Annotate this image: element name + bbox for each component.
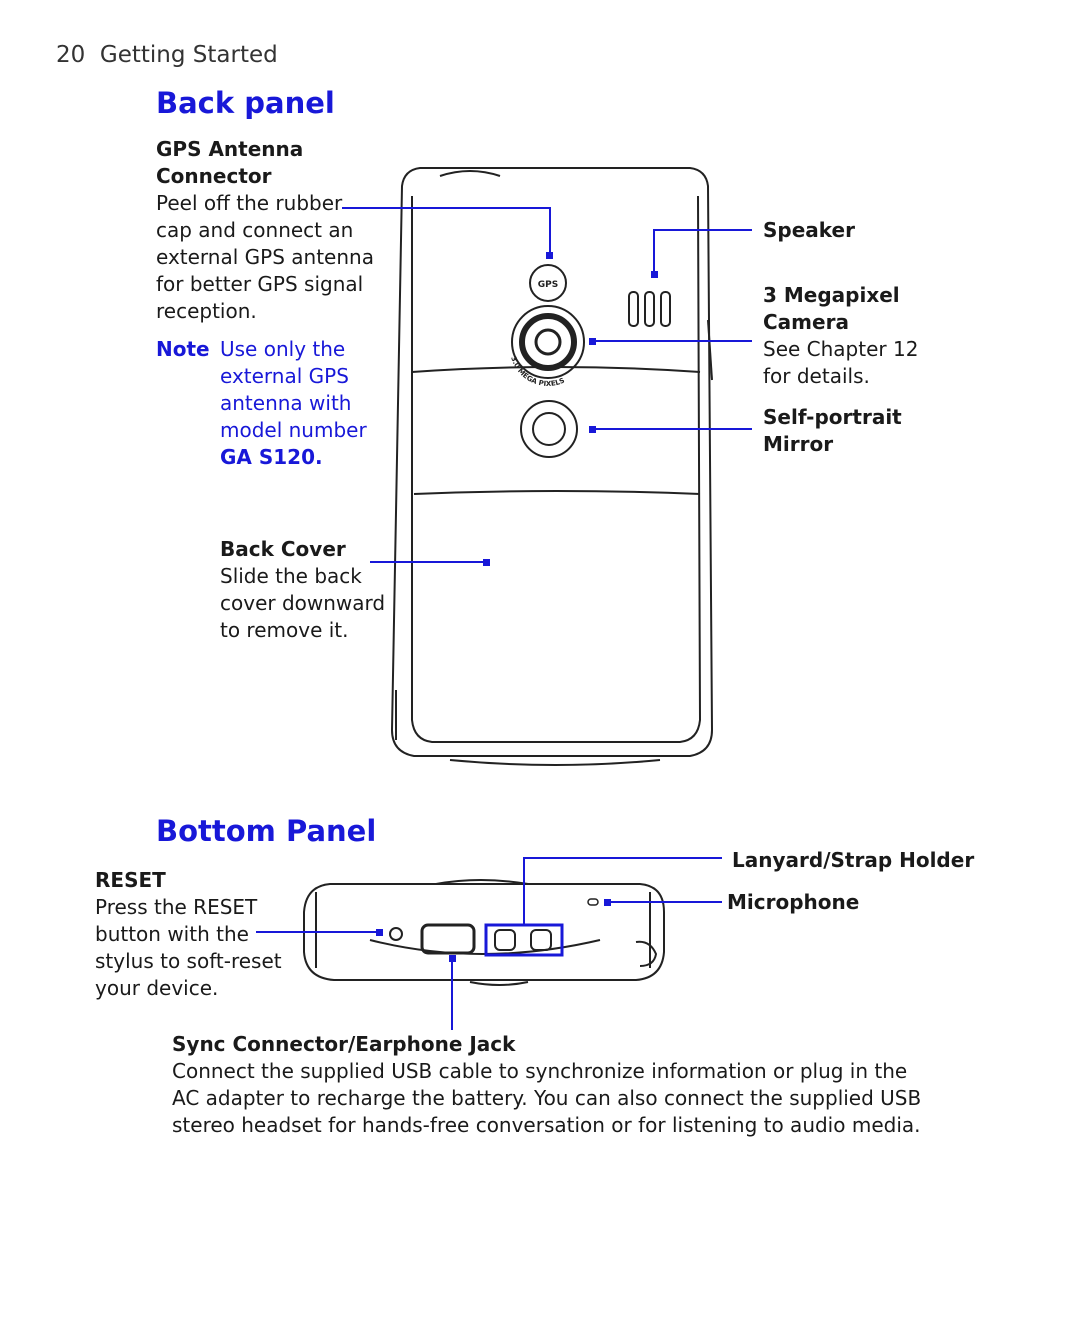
note-label: Note (156, 337, 210, 361)
sync-callout: Sync Connector/Earphone Jack Connect the… (172, 1031, 1052, 1139)
note-line-1: Use only the (220, 337, 346, 361)
lanyard-holder-icon (494, 929, 552, 951)
device-bottom-body (303, 879, 665, 986)
section-title: Getting Started (99, 42, 278, 68)
camera-line-2: for details. (763, 364, 870, 388)
back-cover-line-1: Slide the back (220, 564, 362, 588)
svg-text:3.0 MEGA PIXELS: 3.0 MEGA PIXELS (509, 356, 566, 388)
bottom-callout-lines (256, 857, 722, 1030)
mirror-callout: Self-portrait Mirror (763, 404, 902, 458)
sync-line-3: stereo headset for hands-free conversati… (172, 1113, 921, 1137)
note-line-4: model number (220, 418, 367, 442)
lanyard-holder-highlight (484, 923, 564, 957)
reset-line-3: stylus to soft-reset (95, 949, 282, 973)
reset-callout: RESET Press the RESET button with the st… (95, 867, 295, 1002)
camera-lens-icon: 3.0 MEGA PIXELS (509, 305, 585, 388)
back-cover-line-2: cover downward (220, 591, 386, 615)
note-line-3: antenna with (220, 391, 352, 415)
microphone-label: Microphone (727, 890, 860, 914)
back-cover-line-3: to remove it. (220, 618, 349, 642)
bottom-panel-title: Bottom Panel (156, 814, 377, 848)
back-cover-callout: Back Cover Slide the back cover downward… (220, 536, 390, 644)
camera-heading-1: 3 Megapixel (763, 283, 900, 307)
device-back-body (390, 167, 714, 766)
sync-line-1: Connect the supplied USB cable to synchr… (172, 1059, 908, 1083)
gps-line-5: reception. (156, 299, 257, 323)
note-text: Use only the external GPS antenna with m… (220, 336, 390, 471)
gps-heading-1: GPS Antenna (156, 137, 304, 161)
reset-line-1: Press the RESET (95, 895, 258, 919)
reset-line-4: your device. (95, 976, 219, 1000)
gps-antenna-callout: GPS Antenna Connector Peel off the rubbe… (156, 136, 376, 325)
callout-lines (342, 207, 752, 563)
svg-text:GPS: GPS (538, 280, 558, 290)
lanyard-label: Lanyard/Strap Holder (732, 848, 975, 872)
reset-line-2: button with the (95, 922, 249, 946)
speaker-grille-icon (628, 291, 671, 327)
page-number: 20 (56, 42, 86, 68)
mirror-heading-1: Self-portrait (763, 405, 902, 429)
back-cover-heading: Back Cover (220, 537, 346, 561)
sync-connector-icon (420, 923, 476, 955)
sync-line-2: AC adapter to recharge the battery. You … (172, 1086, 922, 1110)
gps-line-4: for better GPS signal (156, 272, 364, 296)
bottom-callout-endpoints (376, 899, 611, 962)
reset-heading: RESET (95, 868, 166, 892)
running-header: 20 Getting Started (56, 42, 278, 68)
gps-line-3: external GPS antenna (156, 245, 374, 269)
back-panel-title: Back panel (156, 86, 335, 120)
self-portrait-mirror-icon (520, 400, 578, 458)
mirror-heading-2: Mirror (763, 432, 834, 456)
gps-line-2: cap and connect an (156, 218, 354, 242)
callout-endpoints (483, 252, 658, 566)
camera-callout: 3 Megapixel Camera See Chapter 12 for de… (763, 282, 963, 390)
reset-hole-icon (389, 927, 403, 941)
microphone-icon (587, 898, 599, 906)
gps-heading-2: Connector (156, 164, 272, 188)
camera-line-1: See Chapter 12 (763, 337, 919, 361)
sync-heading: Sync Connector/Earphone Jack (172, 1032, 516, 1056)
gps-line-1: Peel off the rubber (156, 191, 343, 215)
gps-antenna-port-icon: GPS (529, 264, 567, 302)
speaker-label: Speaker (763, 218, 855, 242)
camera-heading-2: Camera (763, 310, 849, 334)
note-line-2: external GPS (220, 364, 349, 388)
note-model-number: GA S120. (220, 445, 323, 469)
